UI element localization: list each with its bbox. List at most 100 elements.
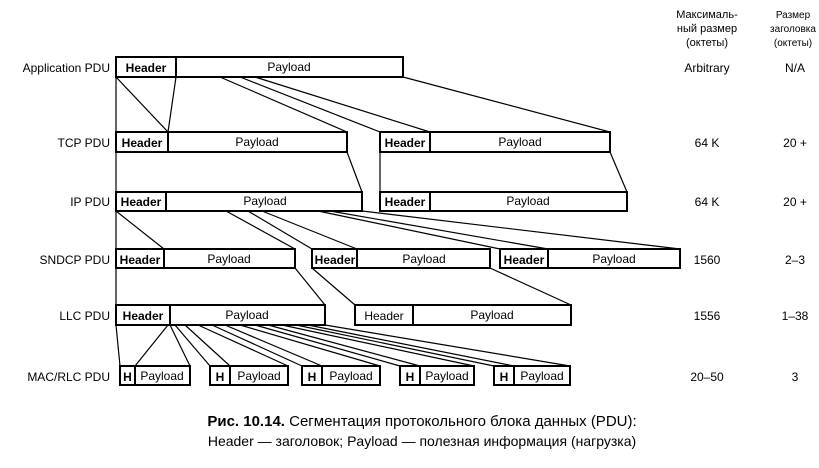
tcp-pdu-1-header <box>115 131 169 153</box>
sndcp-pdu-3: Header Payload <box>499 248 681 269</box>
header-size-column-header: Размер заголовка (октеты) <box>770 10 816 49</box>
connector-line <box>254 76 431 133</box>
ip-pdu-1-payload-label: Payload <box>243 194 286 208</box>
ip-pdu-1-header <box>115 191 167 212</box>
connector-line <box>609 151 628 193</box>
header-size-header-line-1: Размер <box>776 10 811 21</box>
sndcp-pdu-2-header <box>311 248 358 269</box>
row-label-ip: IP PDU <box>70 195 110 209</box>
row-label-sndcp: SNDCP PDU <box>40 253 110 267</box>
connector-line <box>489 267 572 306</box>
sndcp-pdu-3-header <box>499 248 549 269</box>
connector-line <box>311 267 356 306</box>
ip-pdu-1-header-label: Header <box>121 195 162 209</box>
mac-rlc-pdu-1-header-label: H <box>123 370 132 384</box>
sndcp-pdu-3-payload-label: Payload <box>592 252 635 266</box>
figure-caption: Рис. 10.14. Сегментация протокольного бл… <box>207 413 636 449</box>
header-size-mac-rlc: 3 <box>792 370 799 384</box>
sndcp-pdu-3-header-label: Header <box>504 253 545 267</box>
sndcp-pdu-2-header-label: Header <box>315 253 356 267</box>
max-size-mac-rlc: 20–50 <box>690 370 724 384</box>
connector-line <box>134 324 169 367</box>
sndcp-pdu-2: Header Payload <box>311 248 491 269</box>
sndcp-pdu-1-header-label: Header <box>120 253 161 267</box>
caption-legend: Header — заголовок; Payload — полезная и… <box>208 433 636 449</box>
connector-line <box>115 210 165 250</box>
connector-line <box>239 324 381 367</box>
mac-rlc-pdu-3-header <box>301 365 323 386</box>
mac-rlc-pdu-2-header-label: H <box>216 370 225 384</box>
llc-pdu-1-header-label: Header <box>123 309 164 323</box>
mac-rlc-pdu-2: H Payload <box>209 365 289 386</box>
connector-line <box>197 324 289 367</box>
mac-rlc-pdu-4-payload-label: Payload <box>425 369 468 383</box>
tcp-pdu-2-header-label: Header <box>385 136 426 150</box>
connector-line <box>174 324 211 367</box>
mac-rlc-pdu-5-payload-label: Payload <box>520 369 563 383</box>
connector-line <box>254 324 401 367</box>
llc-pdu-2-header <box>354 304 414 326</box>
max-size-column-header: Максималь- ный размер (октеты) <box>676 9 738 49</box>
tcp-pdu-1-payload-label: Payload <box>235 135 278 149</box>
ip-pdu-2-header-label: Header <box>385 195 426 209</box>
ip-pdu-1: Header Payload <box>115 191 363 212</box>
max-size-sndcp: 1560 <box>694 253 721 267</box>
connector-line <box>261 210 358 250</box>
sndcp-pdu-1-header <box>115 248 165 269</box>
connector-line <box>115 324 121 367</box>
connector-line <box>267 324 421 367</box>
connector-line <box>167 76 177 133</box>
caption-title: Сегментация протокольного блока данных (… <box>285 413 637 430</box>
connector-line <box>307 324 515 367</box>
sndcp-pdu-2-payload-label: Payload <box>402 252 445 266</box>
mac-rlc-pdu-1-header <box>119 365 136 386</box>
llc-pdu-1-header <box>115 304 171 326</box>
row-label-llc: LLC PDU <box>59 309 110 323</box>
max-size-header-line-3: (октеты) <box>686 37 728 49</box>
mac-rlc-pdu-2-header <box>209 365 231 386</box>
connector-line <box>281 324 475 367</box>
row-label-tcp: TCP PDU <box>58 136 110 150</box>
llc-pdu-1: Header Payload <box>115 304 326 326</box>
header-size-header-line-2: заголовка <box>770 24 816 35</box>
mac-rlc-pdu-3-payload-label: Payload <box>329 369 372 383</box>
mac-rlc-pdu-5-header <box>493 365 515 386</box>
application-pdu-header <box>115 56 177 78</box>
tcp-pdu-2: Header Payload <box>379 131 611 153</box>
tcp-pdu-2-header <box>379 131 431 153</box>
row-label-application: Application PDU <box>23 61 110 75</box>
mac-rlc-pdu-1: H Payload <box>119 365 191 386</box>
ip-pdu-2-payload-label: Payload <box>506 194 549 208</box>
header-size-llc: 1–38 <box>782 309 809 323</box>
header-size-ip: 20 + <box>783 195 807 209</box>
ip-pdu-2: Header Payload <box>379 191 628 212</box>
mac-rlc-pdu-2-payload-label: Payload <box>237 369 280 383</box>
llc-pdu-2: Header Payload <box>354 304 572 326</box>
connector-line <box>324 324 571 367</box>
caption-title-line: Рис. 10.14. Сегментация протокольного бл… <box>207 413 636 430</box>
sndcp-pdu-1: Header Payload <box>115 248 296 269</box>
connector-line <box>361 210 681 250</box>
llc-pdu-1-payload-label: Payload <box>225 308 268 322</box>
tcp-pdu-1-header-label: Header <box>122 136 163 150</box>
connector-line <box>211 324 303 367</box>
max-size-application: Arbitrary <box>684 61 729 75</box>
application-pdu: Header Payload <box>115 56 404 78</box>
connector-line <box>225 210 296 250</box>
mac-rlc-pdu-4-header <box>399 365 421 386</box>
caption-figure-number: Рис. 10.14. <box>207 413 285 430</box>
max-size-header-line-1: Максималь- <box>676 9 738 21</box>
connector-line <box>402 76 611 133</box>
row-label-mac-rlc: MAC/RLC PDU <box>27 370 110 384</box>
mac-rlc-pdu-3-header-label: H <box>308 370 317 384</box>
application-pdu-header-label: Header <box>126 61 167 75</box>
connector-line <box>115 76 169 133</box>
segmentation-connector-lines <box>115 76 681 367</box>
header-size-tcp: 20 + <box>783 136 807 150</box>
connector-line <box>294 267 326 306</box>
mac-rlc-pdu-5: H Payload <box>493 365 571 386</box>
tcp-pdu-1: Header Payload <box>115 131 348 153</box>
tcp-pdu-2-payload-label: Payload <box>498 135 541 149</box>
connector-line <box>219 76 348 133</box>
